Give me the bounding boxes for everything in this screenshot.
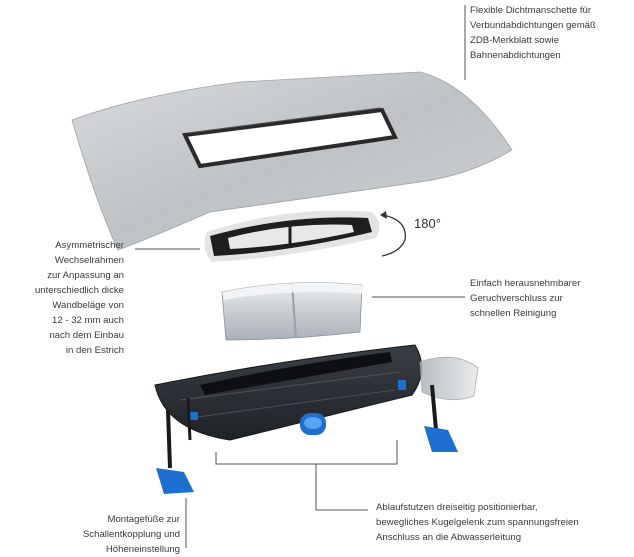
odour-trap	[221, 282, 364, 341]
sealing-membrane	[71, 71, 513, 251]
callout-line: bewegliches Kugelgelenk zum spannungsfre…	[376, 517, 579, 528]
rotation-arrow-icon	[380, 211, 406, 257]
callout-line: Flexible Dichtmanschette für	[470, 5, 592, 16]
callout-line: zur Anpassung an	[47, 270, 124, 281]
adaptor-frame	[204, 210, 380, 262]
rotation-label: 180°	[414, 216, 441, 231]
callout-sealing-membrane: Flexible Dichtmanschette für Verbundabdi…	[470, 3, 630, 63]
callout-line: in den Estrich	[65, 345, 124, 356]
callout-line: unterschiedlich dicke	[34, 285, 124, 296]
callout-line: ZDB-Merkblatt sowie	[470, 35, 560, 46]
callout-line: Geruchverschluss zur	[470, 293, 563, 304]
callout-line: Wechselrahmen	[54, 255, 124, 266]
callout-line: 12 - 32 mm auch	[52, 315, 124, 326]
callout-line: Montagefüße zur	[107, 514, 180, 525]
callout-line: Einfach herausnehmbarer	[470, 278, 581, 289]
callout-line: nach dem Einbau	[49, 330, 124, 341]
callout-adaptor-frame: Asymmetrischer Wechselrahmen zur Anpassu…	[24, 238, 124, 358]
drain-body	[154, 344, 479, 441]
callout-line: Schallentkopplung und	[82, 529, 180, 540]
callout-line: Bahnenabdichtungen	[470, 50, 561, 61]
callout-outlet: Ablaufstutzen dreiseitig positionierbar,…	[376, 500, 626, 545]
callout-line: Anschluss an die Abwasserleitung	[376, 532, 522, 543]
mounting-feet	[156, 384, 458, 494]
leader-lines	[135, 5, 466, 548]
callout-line: Wandbeläge von	[52, 300, 124, 311]
callout-line: Ablaufstutzen dreiseitig positionierbar,	[376, 502, 538, 513]
callout-odour-trap: Einfach herausnehmbarer Geruchverschluss…	[470, 276, 630, 321]
callout-line: Asymmetrischer	[55, 240, 124, 251]
callout-line: schnellen Reinigung	[470, 308, 557, 319]
callout-line: Verbundabdichtungen gemäß	[470, 20, 596, 31]
callout-line: Höheneinstellung	[105, 544, 180, 555]
callout-mounting-feet: Montagefüße zur Schallentkopplung und Hö…	[50, 512, 180, 557]
